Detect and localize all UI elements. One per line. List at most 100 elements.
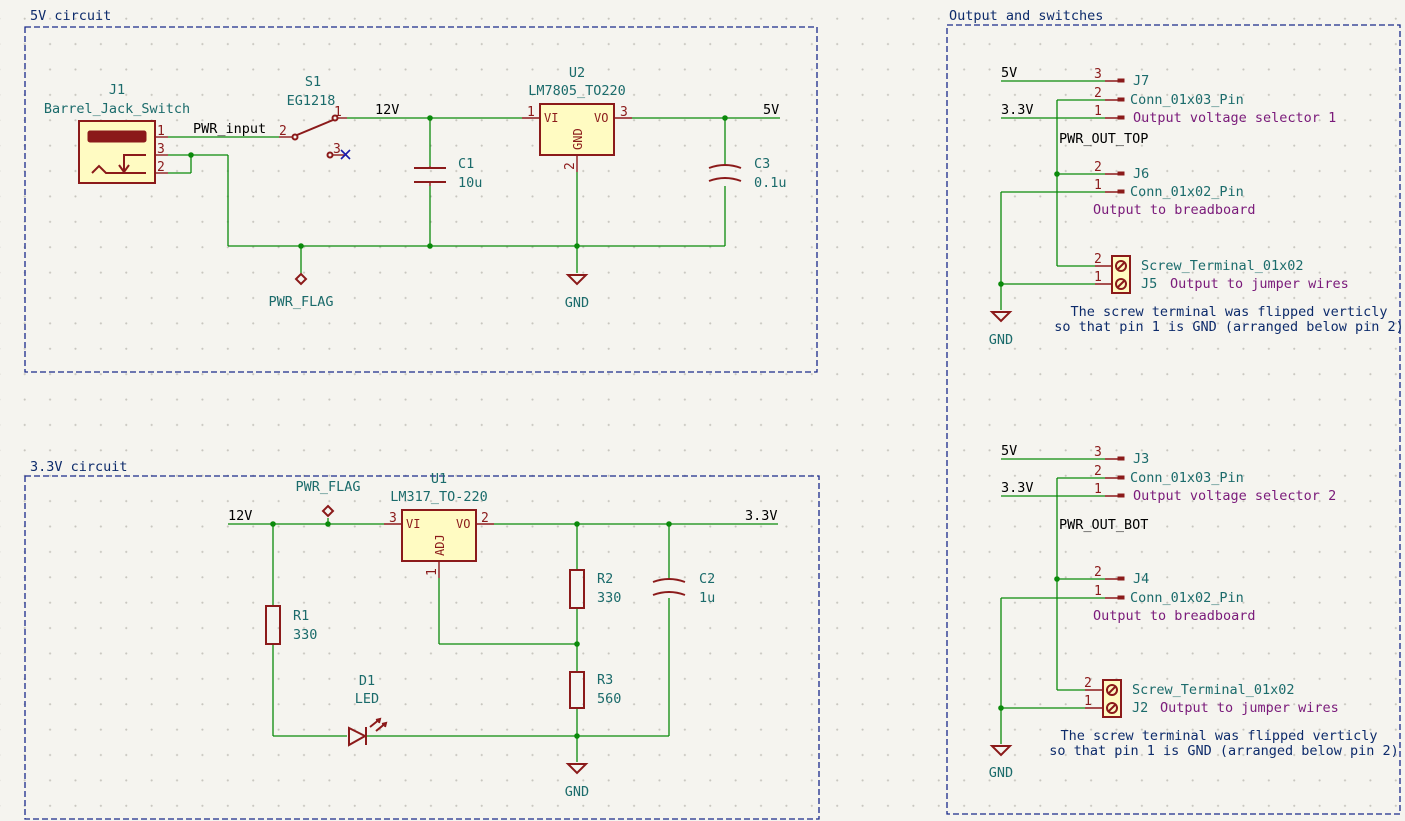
net-label-3v3-out-bottom: 3.3V: [1001, 480, 1034, 496]
j3-pin: 1: [1094, 482, 1102, 497]
j2-ref: J2: [1132, 700, 1148, 716]
note-bottom-line1: The screw terminal was flipped verticly: [1061, 728, 1378, 744]
j7-desc: Output voltage selector 1: [1133, 110, 1336, 126]
d1-value: LED: [355, 691, 379, 707]
j6-pin: 2: [1094, 160, 1102, 175]
net-label-3v3-out-top: 3.3V: [1001, 102, 1034, 118]
j1-value: Barrel_Jack_Switch: [44, 101, 190, 117]
wires-5v: [168, 115, 780, 274]
gnd-symbol-bottom: GND: [565, 763, 589, 800]
connector-j7[interactable]: 3 2 1 J7 Conn_01x03_Pin Output voltage s…: [1094, 67, 1336, 126]
jack-barrel-icon: [87, 130, 147, 143]
net-label-12v-top: 12V: [375, 102, 399, 118]
pwr-flag-icon: [321, 504, 335, 518]
j2-pin: 1: [1084, 694, 1092, 709]
u1-value: LM317_TO-220: [390, 489, 488, 505]
u2-ref: U2: [569, 65, 585, 81]
j7-pin: 1: [1094, 104, 1102, 119]
pwr-flag-bottom-label: PWR_FLAG: [295, 479, 360, 495]
u1-pin-adj: ADJ: [433, 534, 447, 556]
s1-pin: 3: [333, 142, 341, 157]
j6-value: Conn_01x02_Pin: [1130, 184, 1244, 200]
ground-icon: [565, 274, 589, 286]
pwr-flag-bottom: PWR_FLAG: [295, 479, 361, 518]
j7-ref: J7: [1133, 73, 1149, 89]
diode-icon: [348, 726, 368, 747]
c3-value: 0.1u: [754, 175, 787, 191]
u1-pin-vo: VO: [456, 517, 470, 531]
wires-3v3: [228, 518, 778, 762]
u2-pin: 1: [527, 105, 535, 120]
capacitor-c1[interactable]: C1 10u: [414, 156, 482, 191]
screw-icon: [1115, 260, 1127, 290]
j1-pin: 1: [157, 124, 165, 139]
regulator-u2[interactable]: U2 LM7805_TO220 VI VO GND 1 3 2: [522, 65, 632, 172]
led-d1[interactable]: D1 LED: [348, 673, 388, 747]
j3-pin: 2: [1094, 464, 1102, 479]
s1-pin: 1: [334, 105, 342, 120]
net-label-pwr-out-bot: PWR_OUT_BOT: [1059, 517, 1148, 533]
u2-pin-gnd: GND: [571, 128, 585, 150]
light-emission-icon: [369, 717, 388, 732]
capacitor-c3[interactable]: C3 0.1u: [708, 156, 787, 191]
j5-ref: J5: [1141, 276, 1157, 292]
j1-pin: 2: [157, 160, 165, 175]
resistor-r3[interactable]: R3 560: [569, 671, 621, 709]
resistor-r2[interactable]: R2 330: [569, 569, 621, 609]
u2-pin-vi: VI: [544, 111, 558, 125]
c1-value: 10u: [458, 175, 482, 191]
connector-j6[interactable]: 2 1 J6 Conn_01x02_Pin Output to breadboa…: [1093, 160, 1256, 218]
j5-value: Screw_Terminal_01x02: [1141, 258, 1304, 274]
barrel-jack-j1[interactable]: J1 Barrel_Jack_Switch 1 3 2: [44, 82, 190, 184]
c2-ref: C2: [699, 571, 715, 587]
ground-icon: [565, 763, 589, 775]
pwr-flag-top-label: PWR_FLAG: [268, 294, 333, 310]
sheet-3v3-title: 3.3V circuit: [30, 459, 128, 475]
r3-value: 560: [597, 691, 621, 707]
j1-ref: J1: [109, 82, 125, 98]
gnd-top-label: GND: [565, 295, 589, 311]
s1-value: EG1218: [287, 93, 336, 109]
j3-pin: 3: [1094, 445, 1102, 460]
j6-desc: Output to breadboard: [1093, 202, 1256, 218]
ground-icon: [989, 311, 1013, 323]
u2-value: LM7805_TO220: [528, 83, 626, 99]
screw-terminal-j2[interactable]: 2 1 Screw_Terminal_01x02 J2 Output to ju…: [1084, 676, 1339, 718]
sheet-3v3: 3.3V circuit: [24, 459, 820, 820]
connector-j3[interactable]: 3 2 1 J3 Conn_01x03_Pin Output voltage s…: [1094, 445, 1336, 504]
resistor-r1[interactable]: R1 330: [265, 605, 317, 645]
connector-j4[interactable]: 2 1 J4 Conn_01x02_Pin Output to breadboa…: [1093, 565, 1256, 624]
sheet-5v-frame: [24, 26, 818, 373]
j4-desc: Output to breadboard: [1093, 608, 1256, 624]
net-label-12v-bottom: 12V: [228, 508, 252, 524]
j4-ref: J4: [1133, 571, 1149, 587]
gnd-out-bottom-label: GND: [989, 765, 1013, 781]
capacitor-c2[interactable]: C2 1u: [652, 571, 715, 606]
wires-output-top: [998, 80, 1105, 310]
net-label-pwr-out-top: PWR_OUT_TOP: [1059, 131, 1148, 147]
d1-ref: D1: [359, 673, 375, 689]
c3-ref: C3: [754, 156, 770, 172]
pwr-flag-top: PWR_FLAG: [268, 272, 334, 310]
sheet-5v: 5V circuit: [24, 8, 818, 373]
gnd-out-top-label: GND: [989, 332, 1013, 348]
s1-pin: 2: [279, 124, 287, 139]
net-label-3v3-bottom: 3.3V: [745, 508, 778, 524]
sheet-3v3-frame: [24, 475, 820, 820]
j2-desc: Output to jumper wires: [1160, 700, 1339, 716]
note-top-line2: so that pin 1 is GND (arranged below pin…: [1054, 319, 1404, 335]
gnd-bottom-label: GND: [565, 784, 589, 800]
switch-s1[interactable]: S1 EG1218 2 1 3: [279, 74, 351, 160]
j5-desc: Output to jumper wires: [1170, 276, 1349, 292]
u1-pin: 3: [389, 511, 397, 526]
r1-value: 330: [293, 627, 317, 643]
j6-pin: 1: [1094, 178, 1102, 193]
regulator-u1[interactable]: U1 LM317_TO-220 VI VO ADJ 3 2 1: [384, 471, 494, 578]
j6-ref: J6: [1133, 166, 1149, 182]
j7-pin: 2: [1094, 86, 1102, 101]
j5-pin: 1: [1094, 270, 1102, 285]
note-bottom-line2: so that pin 1 is GND (arranged below pin…: [1049, 743, 1399, 759]
screw-terminal-j5[interactable]: 2 1 Screw_Terminal_01x02 J5 Output to ju…: [1094, 252, 1349, 294]
gnd-symbol-out-top: GND: [989, 311, 1013, 348]
